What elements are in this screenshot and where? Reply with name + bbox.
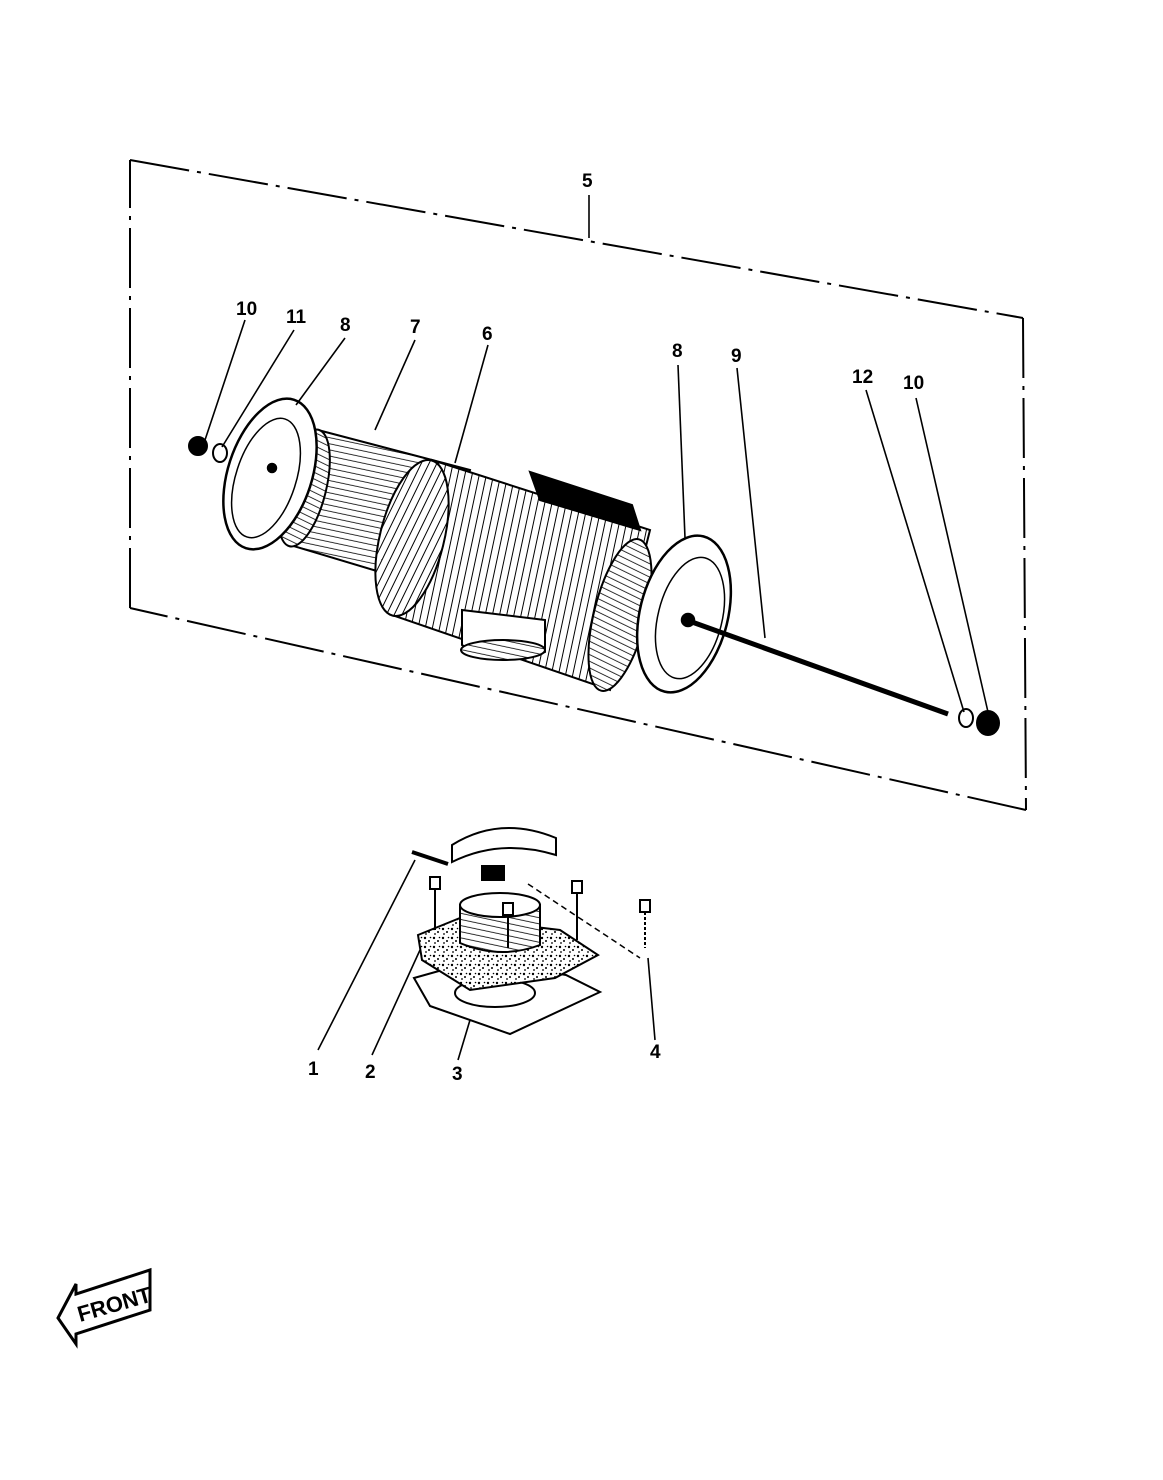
callout-10-right: 10 [903,373,924,394]
through-rod [691,619,949,717]
callout-9: 9 [731,346,742,367]
callout-3: 3 [452,1064,463,1085]
end-cap-right [635,534,733,694]
callout-2: 2 [365,1062,376,1083]
front-arrow: FRONT [56,1267,155,1349]
assembly-frame [129,159,1027,811]
air-cleaner-element [277,428,653,692]
callout-10-left: 10 [236,299,257,320]
callout-7: 7 [410,317,421,338]
callout-5: 5 [582,171,593,192]
leader-lines [204,195,989,1061]
callout-11: 11 [286,307,307,328]
mount-bolts [429,876,651,948]
callout-1: 1 [308,1059,319,1080]
end-cap-left [222,397,318,551]
callout-4: 4 [650,1042,661,1063]
callout-8-left: 8 [340,315,351,336]
right-washer-nut [958,708,1000,736]
mounting-assembly [411,827,651,1036]
left-nut-washer [188,436,228,463]
callout-6: 6 [482,324,493,345]
callout-12: 12 [852,367,873,388]
callout-8-right: 8 [672,341,683,362]
callout-labels: 5 10 11 8 7 6 8 9 12 10 1 2 3 4 [236,171,924,1085]
